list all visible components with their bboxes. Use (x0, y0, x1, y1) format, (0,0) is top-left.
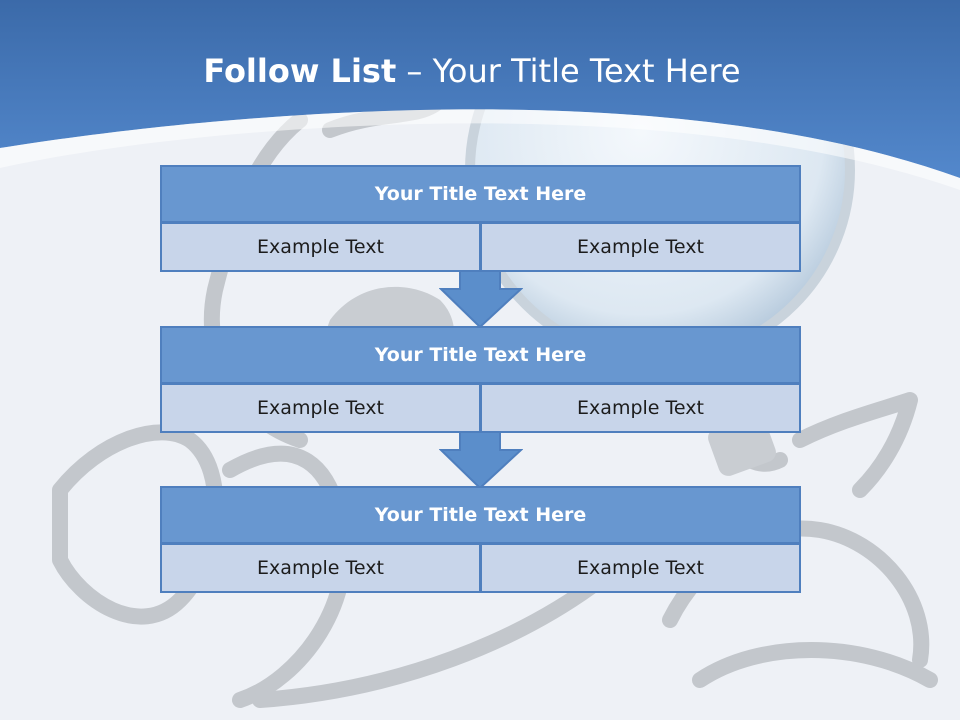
block-2-left-cell: Example Text (160, 383, 481, 433)
block-3-left-cell: Example Text (160, 543, 481, 593)
list-block-2: Your Title Text Here Example Text Exampl… (160, 326, 801, 433)
header-band (0, 0, 960, 178)
slide-title-bold: Follow List (203, 52, 397, 90)
block-1-title: Your Title Text Here (160, 165, 801, 223)
block-1-right-cell: Example Text (480, 222, 801, 272)
down-arrow-icon (439, 271, 523, 329)
block-1-left-cell: Example Text (160, 222, 481, 272)
block-3-right-cell: Example Text (480, 543, 801, 593)
list-block-1: Your Title Text Here Example Text Exampl… (160, 165, 801, 272)
block-2-right-cell: Example Text (480, 383, 801, 433)
slide-title: Follow List – Your Title Text Here (0, 52, 944, 90)
block-2-title: Your Title Text Here (160, 326, 801, 384)
block-3-title: Your Title Text Here (160, 486, 801, 544)
list-block-3: Your Title Text Here Example Text Exampl… (160, 486, 801, 593)
slide-title-rest: – Your Title Text Here (406, 52, 741, 90)
down-arrow-icon (439, 432, 523, 490)
